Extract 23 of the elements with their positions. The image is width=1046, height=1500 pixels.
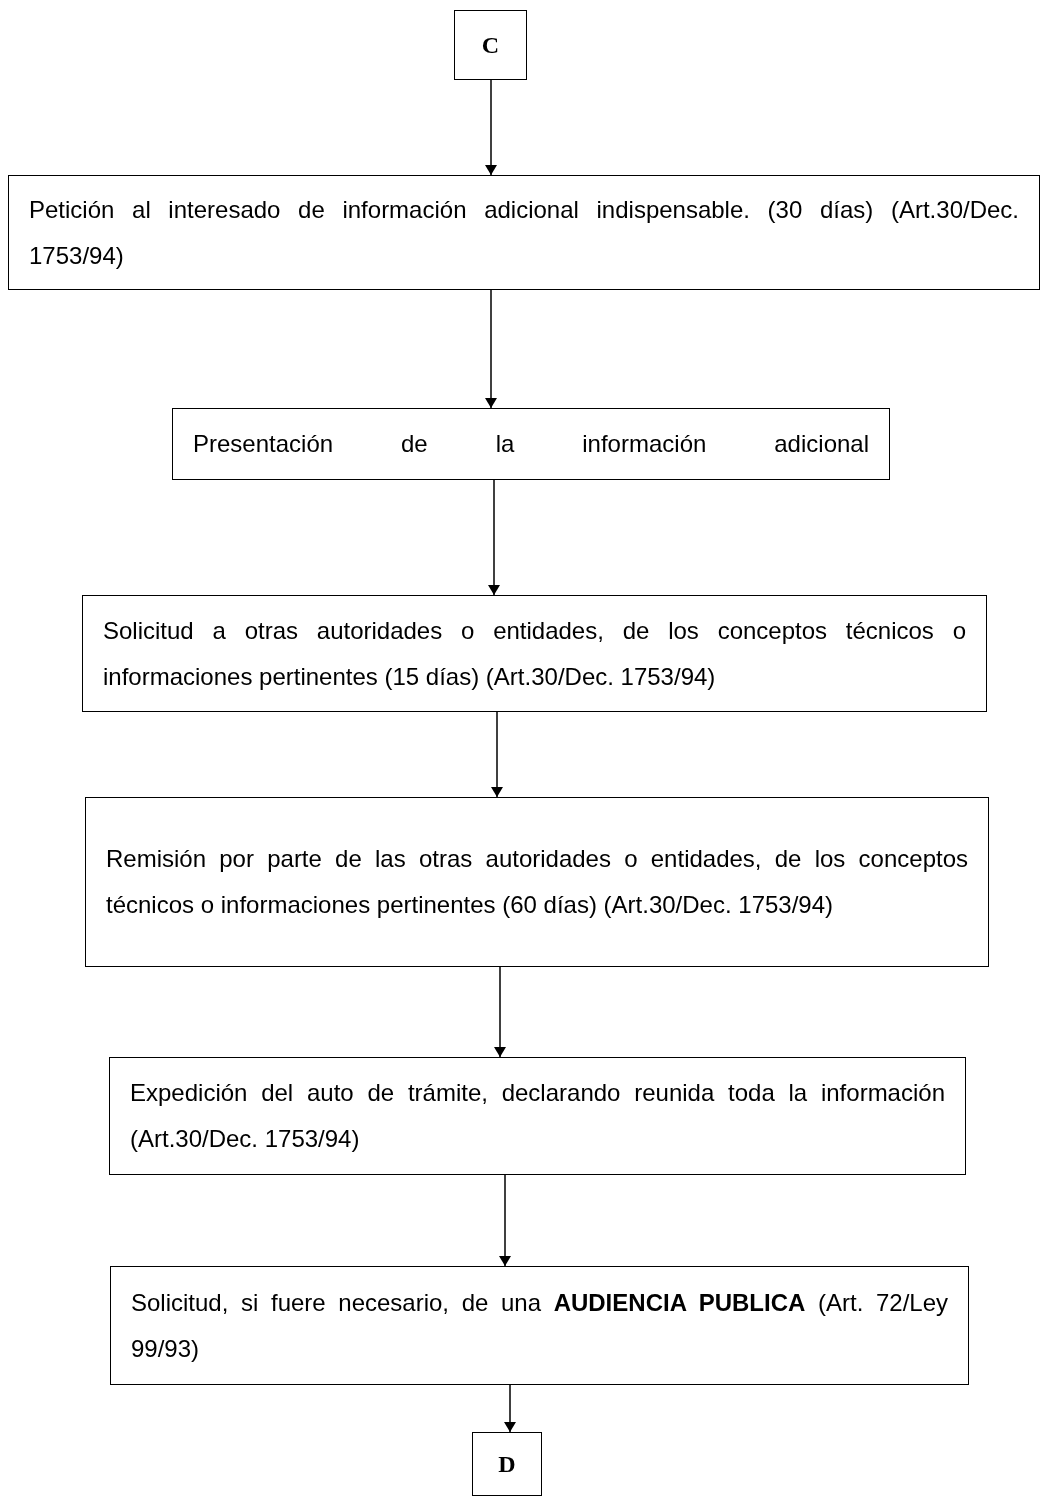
arrow [504, 1384, 516, 1433]
process-box [82, 595, 987, 712]
arrow [494, 966, 506, 1058]
connector-letter: D [498, 1450, 516, 1479]
connector-box [454, 10, 527, 80]
step-text: Remisión por parte de las otras autoridades o entidades, de los conceptos técnicos o informaciones pertinentes (60 días) (Art.30/Dec. 1753/94) [106, 844, 968, 920]
arrow [488, 479, 500, 596]
connector-letter: C [481, 31, 500, 60]
arrow [499, 1174, 511, 1267]
step-text: Presentación de la información adicional [193, 429, 869, 459]
connector-box [472, 1432, 542, 1496]
process-box [172, 408, 890, 480]
process-box [109, 1057, 966, 1175]
step-text: Petición al interesado de información adicional indispensable. (30 días) (Art.30/Dec. 1753/94) [29, 194, 1019, 271]
step-text: Expedición del auto de trámite, declarando reunida toda la información (Art.30/Dec. 1753/94) [130, 1078, 945, 1154]
arrow [485, 289, 497, 409]
process-box [85, 797, 989, 967]
process-box [8, 175, 1040, 290]
arrow [485, 79, 497, 176]
step-text: Solicitud a otras autoridades o entidades, de los conceptos técnicos o informaciones pertinentes (15 días) (Art.30/Dec. 1753/94) [103, 615, 966, 692]
arrow [491, 711, 503, 798]
step-text: Solicitud, si fuere necesario, de una AUDIENCIA PUBLICA (Art. 72/Ley 99/93) [131, 1287, 948, 1364]
process-box [110, 1266, 969, 1385]
